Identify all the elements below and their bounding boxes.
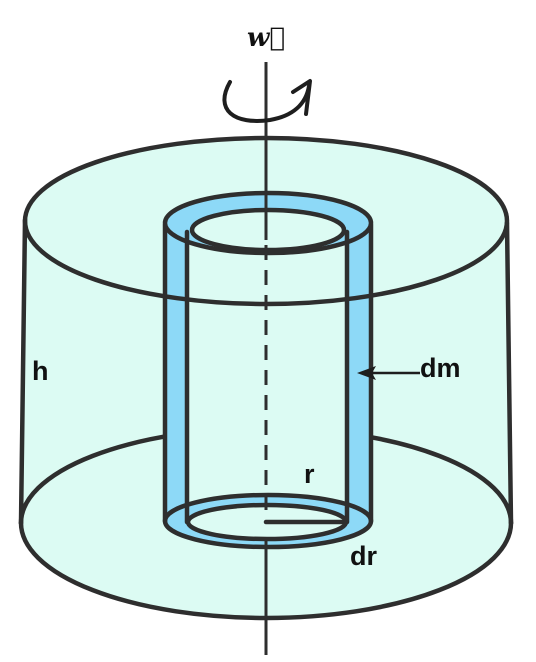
outer-cylinder-bottom-front-edge	[18, 520, 514, 621]
outer-cylinder-left-edge	[18, 217, 28, 526]
radius-label: r	[304, 459, 315, 489]
outer-cylinder-right-edge	[504, 220, 514, 526]
axis-label: w⃗	[247, 23, 285, 53]
rotation-arrow-icon	[222, 79, 312, 123]
pointer-arrow-icon	[357, 366, 420, 380]
mass-element-label: dm	[420, 353, 461, 383]
height-label: h	[32, 356, 49, 386]
shell-bottom-outer-edge	[162, 492, 374, 550]
thickness-label: dr	[350, 541, 377, 571]
shell-top-hole	[192, 210, 344, 250]
shell-top-inner-edge	[189, 207, 347, 253]
shell-top-outer-edge	[162, 190, 374, 256]
outer-cylinder-top-edge	[22, 135, 510, 307]
